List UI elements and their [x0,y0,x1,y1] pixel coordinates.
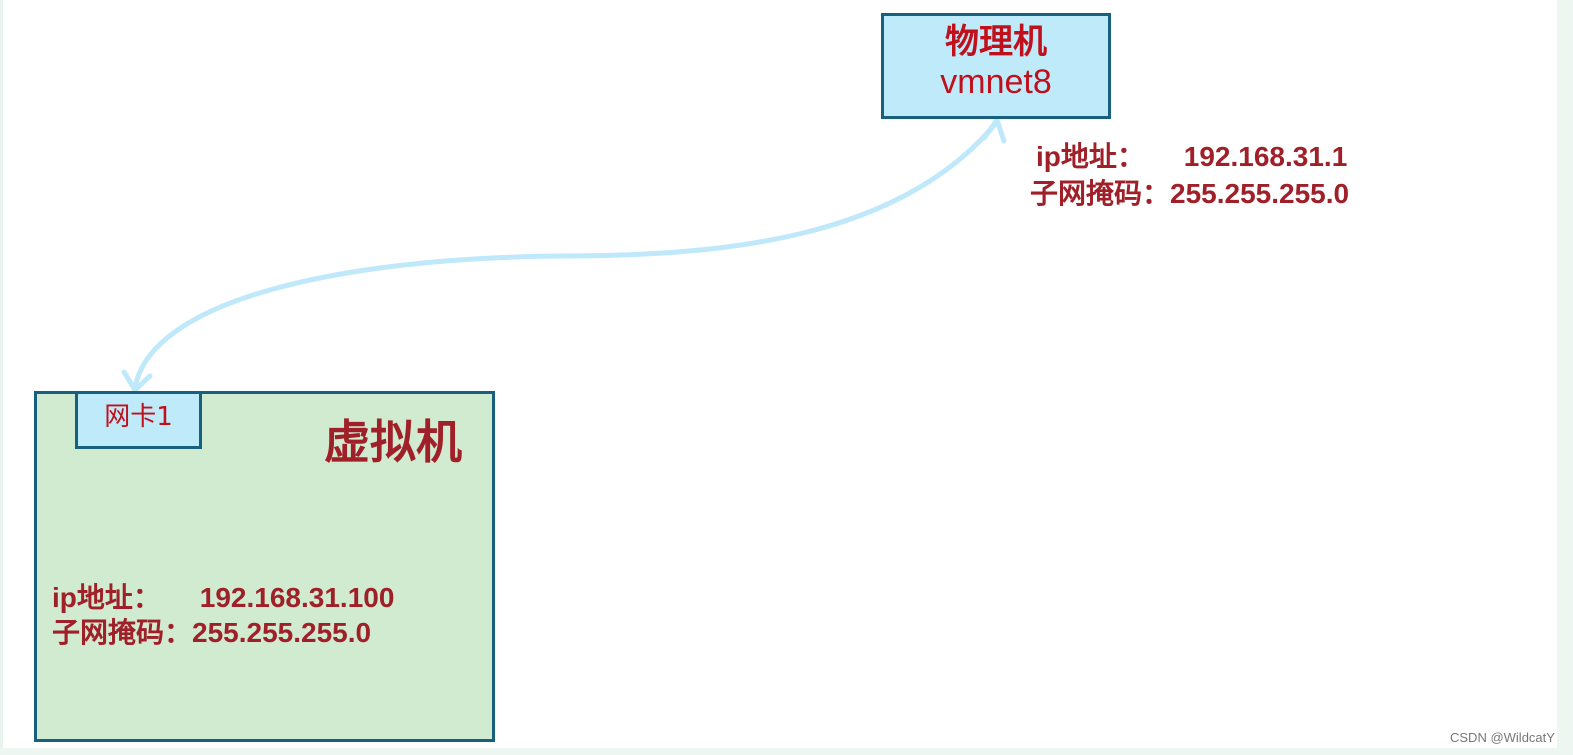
arrowhead-top-icon [981,117,1007,144]
nic-box: 网卡1 [75,391,202,449]
vm-mask-line: 子网掩码：255.255.255.0 [52,617,372,648]
vm-ip-line: ip地址： 192.168.31.100 [52,582,395,613]
connector-curve [132,119,1000,391]
physical-machine-subtitle: vmnet8 [940,63,1052,101]
physical-mask-line: 子网掩码：255.255.255.0 [1030,178,1350,209]
right-frame-border [1557,0,1573,755]
physical-ip-line: ip地址： 192.168.31.1 [1036,141,1348,172]
physical-machine-box: 物理机 vmnet8 [881,13,1111,119]
bottom-frame-border [0,748,1573,755]
virtual-machine-box: 网卡1 虚拟机 [34,391,495,742]
nic-label: 网卡1 [104,402,173,432]
arrowhead-bottom-icon [121,369,153,393]
left-frame-border [0,0,3,755]
physical-machine-title: 物理机 [945,22,1047,62]
virtual-machine-title: 虚拟机 [324,415,462,469]
watermark: CSDN @WildcatY [1450,730,1555,745]
